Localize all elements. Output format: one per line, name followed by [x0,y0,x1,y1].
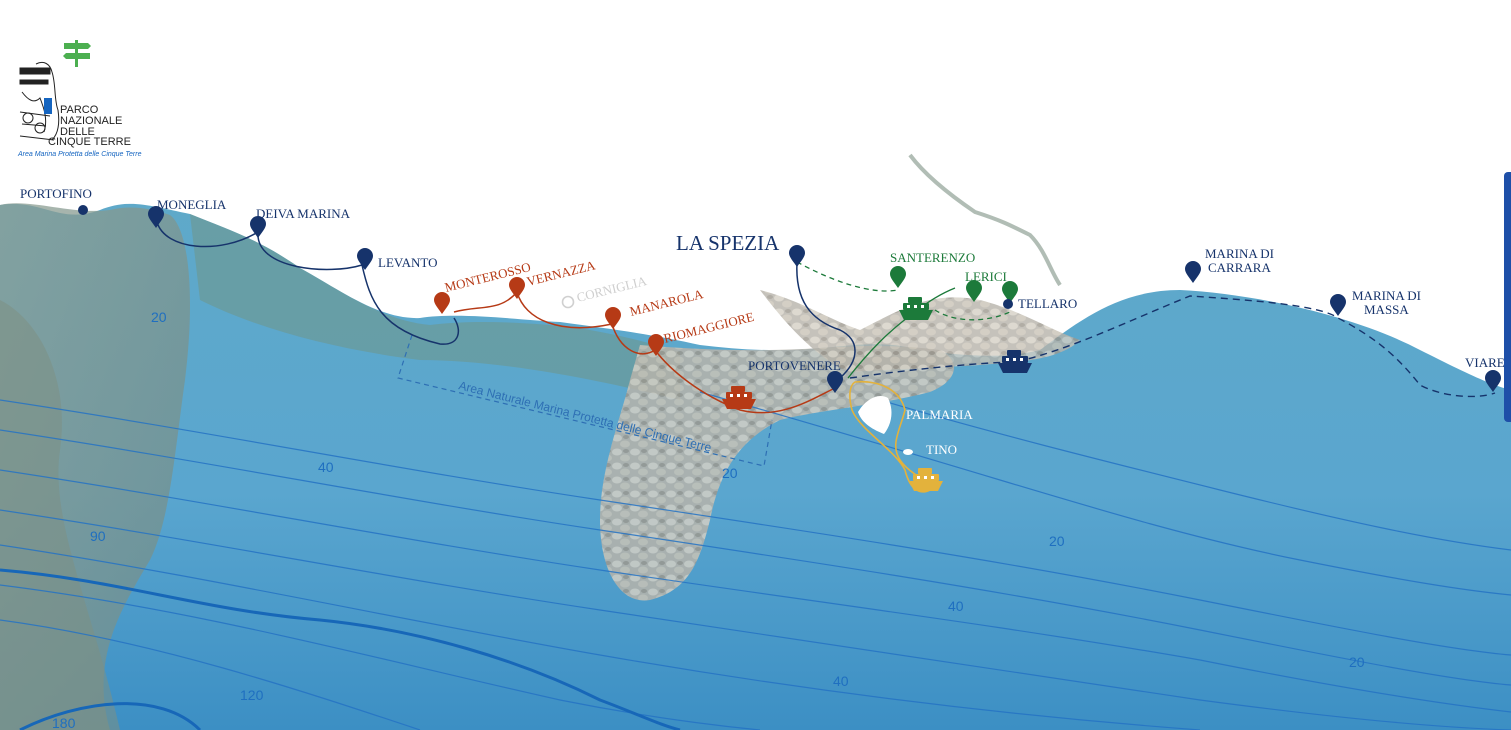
logo-figure-icon [19,61,60,141]
portofino-dot[interactable] [78,205,88,215]
palmaria-island [858,395,892,434]
moneglia-pin-icon[interactable] [148,206,164,228]
depth-contours-bold [0,568,681,730]
ferry-icon-navy[interactable] [998,350,1032,373]
tellaro-dot[interactable] [1003,299,1013,309]
label-tellaro[interactable]: TELLARO [1018,296,1077,311]
depth-contours [0,391,1511,730]
label-moneglia[interactable]: MONEGLIA [157,197,227,212]
side-scroll-handle[interactable] [1504,172,1511,422]
label-tino[interactable]: TINO [926,442,957,457]
signpost-icon [63,40,91,67]
ferry-icon-green[interactable] [899,297,933,320]
depth-label: 40 [318,459,334,475]
logo-line-4: CINQUE TERRE [48,136,131,148]
depth-label: 90 [90,528,106,544]
riomaggiore-pin-icon[interactable] [648,334,664,356]
label-marina-di-massa-1[interactable]: MARINA DI [1352,288,1421,303]
depth-label: 40 [833,673,849,689]
lerici-pin-icon[interactable] [966,280,982,302]
route-navy-east [849,295,1496,398]
route-navy-west [156,221,856,379]
deiva-marina-pin-icon[interactable] [250,216,266,238]
depth-label: 20 [1349,654,1365,670]
gulf-land [700,160,1095,304]
label-marina-di-massa-2[interactable]: MASSA [1364,302,1409,317]
vernazza-pin-icon[interactable] [509,277,525,299]
la-spezia-pin-icon[interactable] [789,245,805,267]
ferry-icon-red[interactable] [722,386,756,409]
viareggio-pin-icon[interactable] [1485,370,1501,392]
headland-ridge [0,300,120,730]
logo-line-1: PARCO [60,104,99,116]
tino-island [903,449,913,455]
santerenzo-pin-icon[interactable] [890,266,906,288]
label-marina-di-carrara-1[interactable]: MARINA DI [1205,246,1274,261]
depth-label: 20 [722,465,738,481]
park-logo: PARCO NAZIONALE DELLE CINQUE TERRE Area … [17,40,142,158]
lerici-2-pin-icon[interactable] [1002,281,1018,303]
manarola-pin-icon[interactable] [605,307,621,329]
label-portofino[interactable]: PORTOFINO [20,186,92,201]
river-magra [908,153,1062,287]
depth-label: 180 [52,715,76,730]
depth-label: 20 [151,309,167,325]
depth-label: 120 [240,687,264,703]
label-deiva-marina[interactable]: DEIVA MARINA [256,206,351,221]
logo-line-3: DELLE [60,126,95,138]
label-marina-di-carrara-2[interactable]: CARRARA [1208,260,1271,275]
label-la-spezia[interactable]: LA SPEZIA [676,231,780,255]
marina-di-carrara-pin-icon[interactable] [1185,261,1201,283]
levanto-pin-icon[interactable] [357,248,373,270]
label-levanto[interactable]: LEVANTO [378,255,437,270]
label-portovenere[interactable]: PORTOVENERE [748,358,841,373]
depth-label: 20 [1049,533,1065,549]
portovenere-pin-icon[interactable] [827,371,843,393]
coast-strip [190,214,680,400]
label-lerici[interactable]: LERICI [965,269,1007,284]
logo-line-2: NAZIONALE [60,115,122,127]
markers [78,205,1501,393]
ferry-icon-yellow[interactable] [909,468,943,491]
depth-labels: 20 40 90 20 20 40 40 20 120 180 [52,309,1365,730]
corniglia-circle-icon[interactable] [561,295,575,309]
label-santerenzo[interactable]: SANTERENZO [890,250,975,265]
logo-subtitle: Area Marina Protetta delle Cinque Terre [17,151,142,158]
depth-label: 40 [948,598,964,614]
label-palmaria[interactable]: PALMARIA [906,407,973,422]
label-corniglia[interactable]: CORNIGLIA [575,273,649,305]
label-riomaggiore[interactable]: RIOMAGGIORE [662,309,755,346]
rocky-seabed [600,345,954,601]
monterosso-pin-icon[interactable] [434,292,450,314]
label-vernazza[interactable]: VERNAZZA [525,257,597,289]
protected-area-boundary [397,334,773,467]
rocky-peninsula [760,290,1080,372]
label-viareggio[interactable]: VIARE [1465,355,1505,370]
label-manarola[interactable]: MANAROLA [628,286,705,319]
marina-di-massa-pin-icon[interactable] [1330,294,1346,316]
